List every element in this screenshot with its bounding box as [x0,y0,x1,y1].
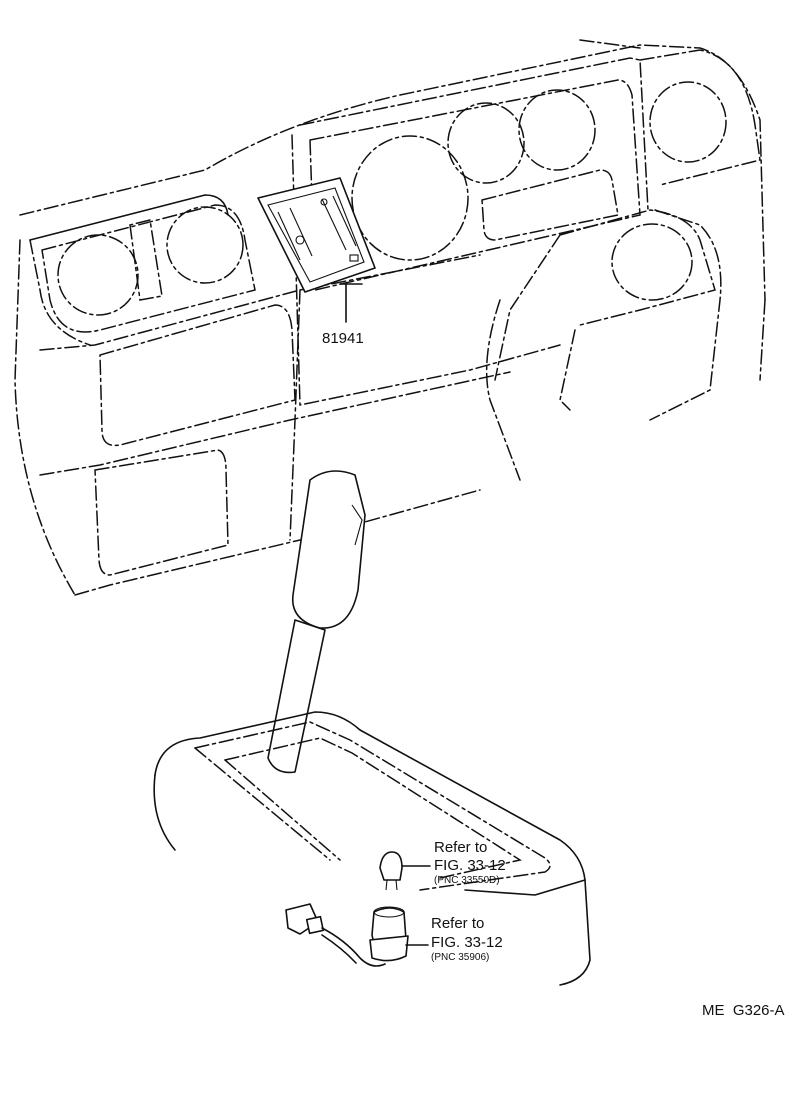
indicator-bulb [379,851,431,891]
refer-1-line3: (PNC 33550D) [434,875,500,886]
part-number-label: 81941 [322,330,364,347]
instrument-panel [14,39,766,596]
heater-control-plate [257,177,376,323]
figure-code: ME G326-A [702,1002,785,1019]
refer-2-line3: (PNC 35906) [431,952,489,963]
shift-lever [267,470,366,774]
refer-1-line1: Refer to [434,839,487,856]
refer-2-line2: FIG. 33-12 [431,934,503,951]
callout-labels: 81941 Refer to FIG. 33-12 (PNC 33550D) R… [322,330,785,1019]
bulb-socket-wire [285,903,429,967]
refer-1-line2: FIG. 33-12 [434,857,506,874]
refer-2-line1: Refer to [431,915,484,932]
center-console [153,711,591,986]
